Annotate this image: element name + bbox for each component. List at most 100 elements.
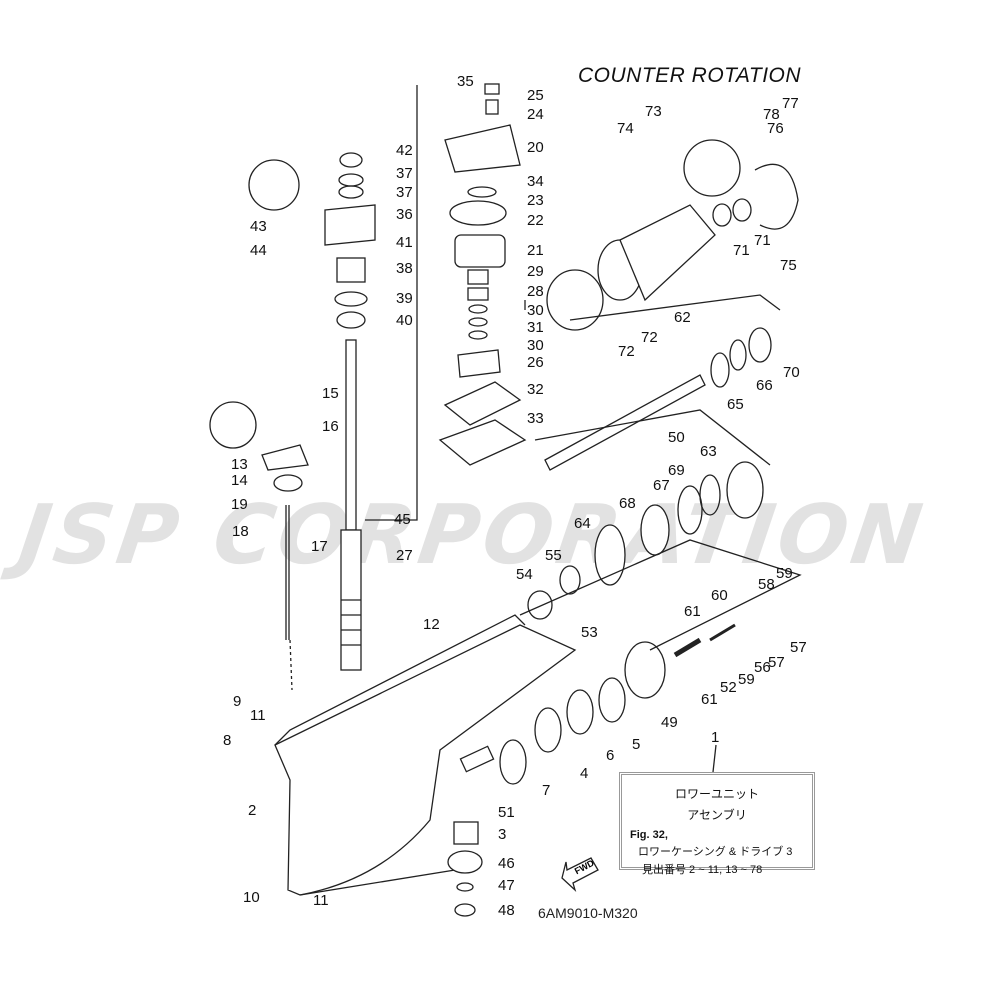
callout-40: 40 — [396, 312, 413, 329]
callout-69: 69 — [668, 462, 685, 479]
callout-4: 4 — [580, 765, 589, 782]
callout-24: 24 — [527, 106, 544, 123]
callout-15: 15 — [322, 385, 339, 402]
callout-37-a: 37 — [396, 165, 413, 182]
callout-36: 36 — [396, 206, 413, 223]
callout-5: 5 — [632, 736, 641, 753]
callout-68: 68 — [619, 495, 636, 512]
callout-74: 74 — [617, 120, 634, 137]
callout-72-a: 72 — [641, 329, 658, 346]
drive-shaft — [340, 339, 362, 671]
callout-35: 35 — [457, 73, 474, 90]
callout-22: 22 — [527, 212, 544, 229]
callout-71-b: 71 — [754, 232, 771, 249]
callout-12: 12 — [423, 616, 440, 633]
callout-14: 14 — [231, 472, 248, 489]
callout-3: 3 — [498, 826, 507, 843]
callout-25: 25 — [527, 87, 544, 104]
callout-72-b: 72 — [618, 343, 635, 360]
callout-52: 52 — [720, 679, 737, 696]
callout-43: 43 — [250, 218, 267, 235]
callout-18: 18 — [232, 523, 249, 540]
callout-60: 60 — [711, 587, 728, 604]
info-line-3: Fig. 32, — [630, 829, 668, 841]
callout-37-b: 37 — [396, 184, 413, 201]
shift-rod — [285, 505, 293, 691]
callout-8: 8 — [223, 732, 232, 749]
callout-67: 67 — [653, 477, 670, 494]
prop-shaft-housing — [546, 163, 799, 331]
callout-41: 41 — [396, 234, 413, 251]
lower-casing — [274, 614, 577, 896]
propeller-shaft — [544, 374, 706, 471]
callout-16: 16 — [322, 418, 339, 435]
callout-66: 66 — [756, 377, 773, 394]
callout-11-b: 11 — [313, 892, 329, 909]
callout-46: 46 — [498, 855, 515, 872]
callout-70: 70 — [783, 364, 800, 381]
callout-57-b: 57 — [790, 639, 807, 656]
drawing-code: 6AM9010-M320 — [538, 905, 638, 921]
callout-56: 56 — [754, 659, 771, 676]
callout-48: 48 — [498, 902, 515, 919]
callout-61-b: 61 — [701, 691, 718, 708]
callout-6: 6 — [606, 747, 615, 764]
callout-73: 73 — [645, 103, 662, 120]
callout-50: 50 — [668, 429, 685, 446]
callout-76: 76 — [767, 120, 784, 137]
callout-57-a: 57 — [768, 654, 785, 671]
callout-13: 13 — [231, 456, 248, 473]
callout-64: 64 — [574, 515, 591, 532]
callout-27: 27 — [396, 547, 413, 564]
callout-1: 1 — [711, 729, 720, 746]
bearing-housing-stack — [324, 152, 376, 329]
callout-20: 20 — [527, 139, 544, 156]
callout-54: 54 — [516, 566, 533, 583]
callout-42: 42 — [396, 142, 413, 159]
callout-51: 51 — [498, 804, 515, 821]
callout-47: 47 — [498, 877, 515, 894]
callout-63: 63 — [700, 443, 717, 460]
callout-7: 7 — [542, 782, 551, 799]
callout-38: 38 — [396, 260, 413, 277]
info-line-4: ロワーケーシング & ドライブ 3 — [638, 846, 793, 858]
callout-11-a: 11 — [250, 707, 266, 724]
callout-33: 33 — [527, 410, 544, 427]
info-line-5: 見出番号 2 ~ 11, 13 ~ 78 — [642, 864, 763, 876]
callout-21: 21 — [527, 242, 544, 259]
callout-30-a: 30 — [527, 302, 544, 319]
callout-78: 78 — [763, 106, 780, 123]
callout-65: 65 — [727, 396, 744, 413]
callout-29: 29 — [527, 263, 544, 280]
callout-9: 9 — [233, 693, 242, 710]
callout-10: 10 — [243, 889, 260, 906]
diagram-title: COUNTER ROTATION — [578, 64, 802, 87]
callout-45: 45 — [394, 511, 411, 528]
callout-34: 34 — [527, 173, 544, 190]
callout-58: 58 — [758, 576, 775, 593]
callout-2: 2 — [248, 802, 257, 819]
callout-77: 77 — [782, 95, 799, 112]
info-line-2: アセンブリ — [687, 808, 747, 822]
callout-23: 23 — [527, 192, 544, 209]
callout-31: 31 — [527, 319, 544, 336]
callout-26: 26 — [527, 354, 544, 371]
callout-59-b: 59 — [738, 671, 755, 688]
callout-59-a: 59 — [776, 565, 793, 582]
callout-61-a: 61 — [684, 603, 701, 620]
callout-49: 49 — [661, 714, 678, 731]
callout-32: 32 — [527, 381, 544, 398]
callout-75: 75 — [780, 257, 797, 274]
callout-71-a: 71 — [733, 242, 750, 259]
callout-44: 44 — [250, 242, 267, 259]
callout-17: 17 — [311, 538, 328, 555]
callout-28: 28 — [527, 283, 544, 300]
callout-19: 19 — [231, 496, 248, 513]
water-pump-stack — [438, 83, 527, 466]
callout-39: 39 — [396, 290, 413, 307]
callout-53: 53 — [581, 624, 598, 641]
info-line-1: ロワーユニット — [674, 787, 759, 801]
callout-55: 55 — [545, 547, 562, 564]
